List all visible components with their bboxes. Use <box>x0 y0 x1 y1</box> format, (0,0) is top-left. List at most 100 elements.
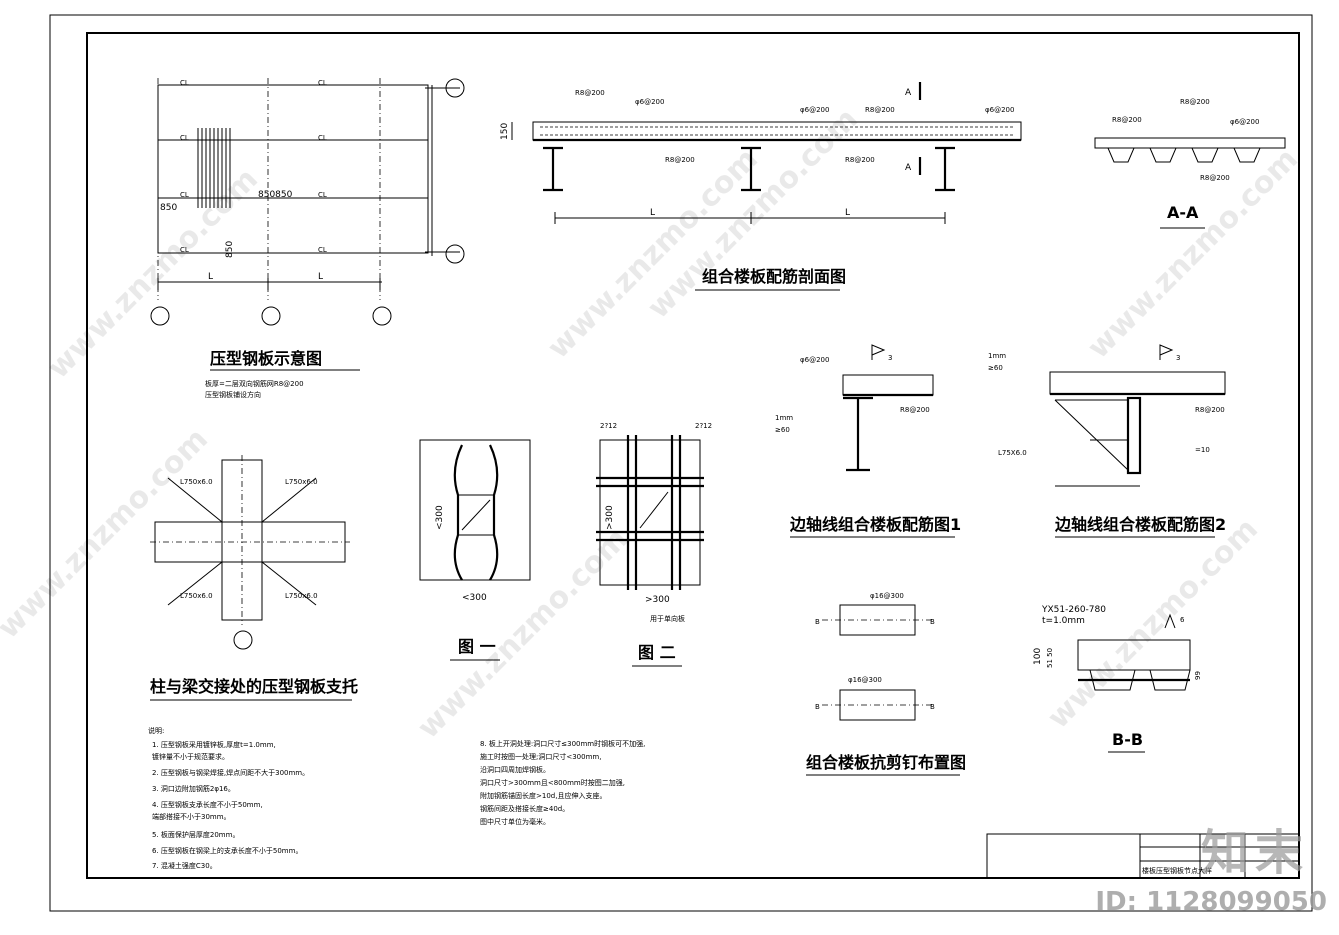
deck-section: L L 150 A A R8@200 φ6@200 φ6@200 R8@200 … <box>500 82 1022 291</box>
note-line: 1. 压型钢板采用镀锌板,厚度t=1.0mm, <box>152 740 276 749</box>
watermark-text: www.znzmo.com <box>0 422 215 646</box>
section-mark-b: B <box>930 618 935 626</box>
angle-label: L750x6.0 <box>285 592 318 600</box>
note-line: 2. 压型钢板与钢梁焊接,焊点间距不大于300mm。 <box>152 768 309 777</box>
note-line: 施工时按图一处理;洞口尺寸<300mm, <box>480 752 601 761</box>
column-beam-joint: L750x6.0 L750x6.0 L750x6.0 L750x6.0 柱与梁交… <box>150 455 358 701</box>
title-block: 楼板压型钢板节点大样 <box>986 833 1300 879</box>
title-deck-section: 组合楼板配筋剖面图 <box>702 267 846 286</box>
rebar-label: R8@200 <box>1112 116 1142 124</box>
dim-label: >300 <box>645 595 670 605</box>
section-mark: A <box>905 163 912 173</box>
i-beam <box>741 146 761 192</box>
sheet-label: 1mm <box>775 414 793 422</box>
note-line: 沿洞口四周加焊钢板。 <box>480 765 550 774</box>
deck-thickness: t=1.0mm <box>1042 616 1085 626</box>
figure-1: <300 <300 图 一 <box>419 439 531 661</box>
cl-label: CL <box>180 79 189 87</box>
watermark-text: www.znzmo.com <box>1081 142 1305 366</box>
brand-watermark: 知末 <box>1200 825 1309 881</box>
cl-label: CL <box>318 79 327 87</box>
deck-note: 压型钢板铺设方向 <box>205 390 261 399</box>
section-mark-b: B <box>815 703 820 711</box>
dim-label: >300 <box>605 505 615 530</box>
title-edge1: 边轴线组合楼板配筋图1 <box>789 515 961 534</box>
rebar-label: φ6@200 <box>800 356 829 364</box>
angle-label: L750x6.0 <box>180 478 213 486</box>
title-column-beam: 柱与梁交接处的压型钢板支托 <box>150 677 358 696</box>
stud-label: φ16@300 <box>870 592 904 600</box>
section-bb: 6 YX51-260-780 t=1.0mm 100 51 50 99 B-B <box>1033 605 1202 753</box>
span-label: L <box>650 208 655 218</box>
deck-plan: L L CL CL CL CL CL CL CL CL 850850 850 8… <box>150 78 465 399</box>
deck-sheet-strip <box>197 128 231 208</box>
title-section-aa: A-A <box>1167 203 1199 222</box>
stud-layout: B B B B φ16@300 φ16@300 组合楼板抗剪钉布置图 <box>806 592 966 776</box>
rebar-label: φ6@200 <box>1230 118 1259 126</box>
dim-label: 51 50 <box>1046 648 1054 668</box>
note-line: 8. 板上开洞处理:洞口尺寸≤300mm时钢板可不加强, <box>480 739 645 748</box>
title-edge2: 边轴线组合楼板配筋图2 <box>1054 515 1226 534</box>
figure-2: 2?12 2?12 >300 >300 用于单向板 图 二 <box>596 422 712 667</box>
bar-label: 2?12 <box>695 422 712 430</box>
cl-label: CL <box>318 246 327 254</box>
rebar-label: R8@200 <box>865 106 895 114</box>
notes-right: 8. 板上开洞处理:洞口尺寸≤300mm时钢板可不加强, 施工时按图一处理;洞口… <box>480 739 645 826</box>
angle-label: L75X6.0 <box>998 449 1027 457</box>
inner-border <box>86 32 1300 879</box>
note-line: 端部搭接不小于30mm。 <box>152 812 231 821</box>
dim-label: <300 <box>462 593 487 603</box>
note-line: 镀锌量不小于规范要求。 <box>152 752 229 761</box>
edge-detail-2: 3 1mm ≥60 R8@200 L75X6.0 =10 边轴线组合楼板配筋图2 <box>988 344 1226 538</box>
thickness-label: 150 <box>500 123 510 140</box>
section-mark-b: B <box>815 618 820 626</box>
notes-heading: 说明: <box>148 726 164 735</box>
title-deck-plan: 压型钢板示意图 <box>210 349 322 368</box>
i-beam <box>935 146 955 192</box>
rebar-label: R8@200 <box>900 406 930 414</box>
cl-label: CL <box>318 134 327 142</box>
cl-label: CL <box>180 246 189 254</box>
note-line: 钢筋间距及搭接长度≥40d。 <box>480 804 569 813</box>
note-line: 4. 压型钢板支承长度不小于50mm, <box>152 800 263 809</box>
note-line: 附加钢筋锚固长度>10d,且应伸入支座。 <box>480 791 606 800</box>
id-watermark: ID: 1128099050 <box>1095 887 1327 917</box>
rebar-label: R8@200 <box>845 156 875 164</box>
deck-model: YX51-260-780 <box>1041 605 1106 615</box>
rebar-label: R8@200 <box>1180 98 1210 106</box>
note-line: 图中尺寸单位为毫米。 <box>480 817 550 826</box>
angle-label: L750x6.0 <box>285 478 318 486</box>
title-fig2: 图 二 <box>638 643 676 662</box>
rebar-label: R8@200 <box>575 89 605 97</box>
bar-label: 2?12 <box>600 422 617 430</box>
cl-label: CL <box>180 134 189 142</box>
rebar-label: φ6@200 <box>800 106 829 114</box>
section-mark-b: B <box>930 703 935 711</box>
weld-label: 3 <box>1176 354 1180 362</box>
watermark-text: www.znzmo.com <box>411 522 635 746</box>
dim-label: 850 <box>225 241 235 258</box>
span-label: L <box>208 272 213 282</box>
title-studs: 组合楼板抗剪钉布置图 <box>806 753 966 772</box>
stud-label: φ16@300 <box>848 676 882 684</box>
section-mark: A <box>905 88 912 98</box>
dim-label: <300 <box>435 505 445 530</box>
sheet-label: 1mm <box>988 352 1006 360</box>
dim-label: 100 <box>1033 648 1043 665</box>
cl-label: CL <box>318 191 327 199</box>
title-section-bb: B-B <box>1112 730 1143 749</box>
cl-label: CL <box>180 191 189 199</box>
notes-left: 说明: 1. 压型钢板采用镀锌板,厚度t=1.0mm, 镀锌量不小于规范要求。 … <box>148 726 309 870</box>
outer-border <box>49 14 1313 912</box>
dim-label: 99 <box>1194 671 1202 680</box>
note-line: 5. 板面保护层厚度20mm。 <box>152 830 239 839</box>
dim-label: 850850 <box>258 190 293 200</box>
section-aa: R8@200 R8@200 φ6@200 R8@200 A-A <box>1094 98 1286 229</box>
i-beam <box>543 146 563 192</box>
drawing-name: 楼板压型钢板节点大样 <box>1142 866 1212 875</box>
edge-detail-1: 3 φ6@200 R8@200 1mm ≥60 边轴线组合楼板配筋图1 <box>775 344 961 538</box>
rebar-label: R8@200 <box>1195 406 1225 414</box>
note-line: 3. 洞口边附加钢筋2φ16。 <box>152 784 235 793</box>
weld-label: =10 <box>1195 446 1210 454</box>
